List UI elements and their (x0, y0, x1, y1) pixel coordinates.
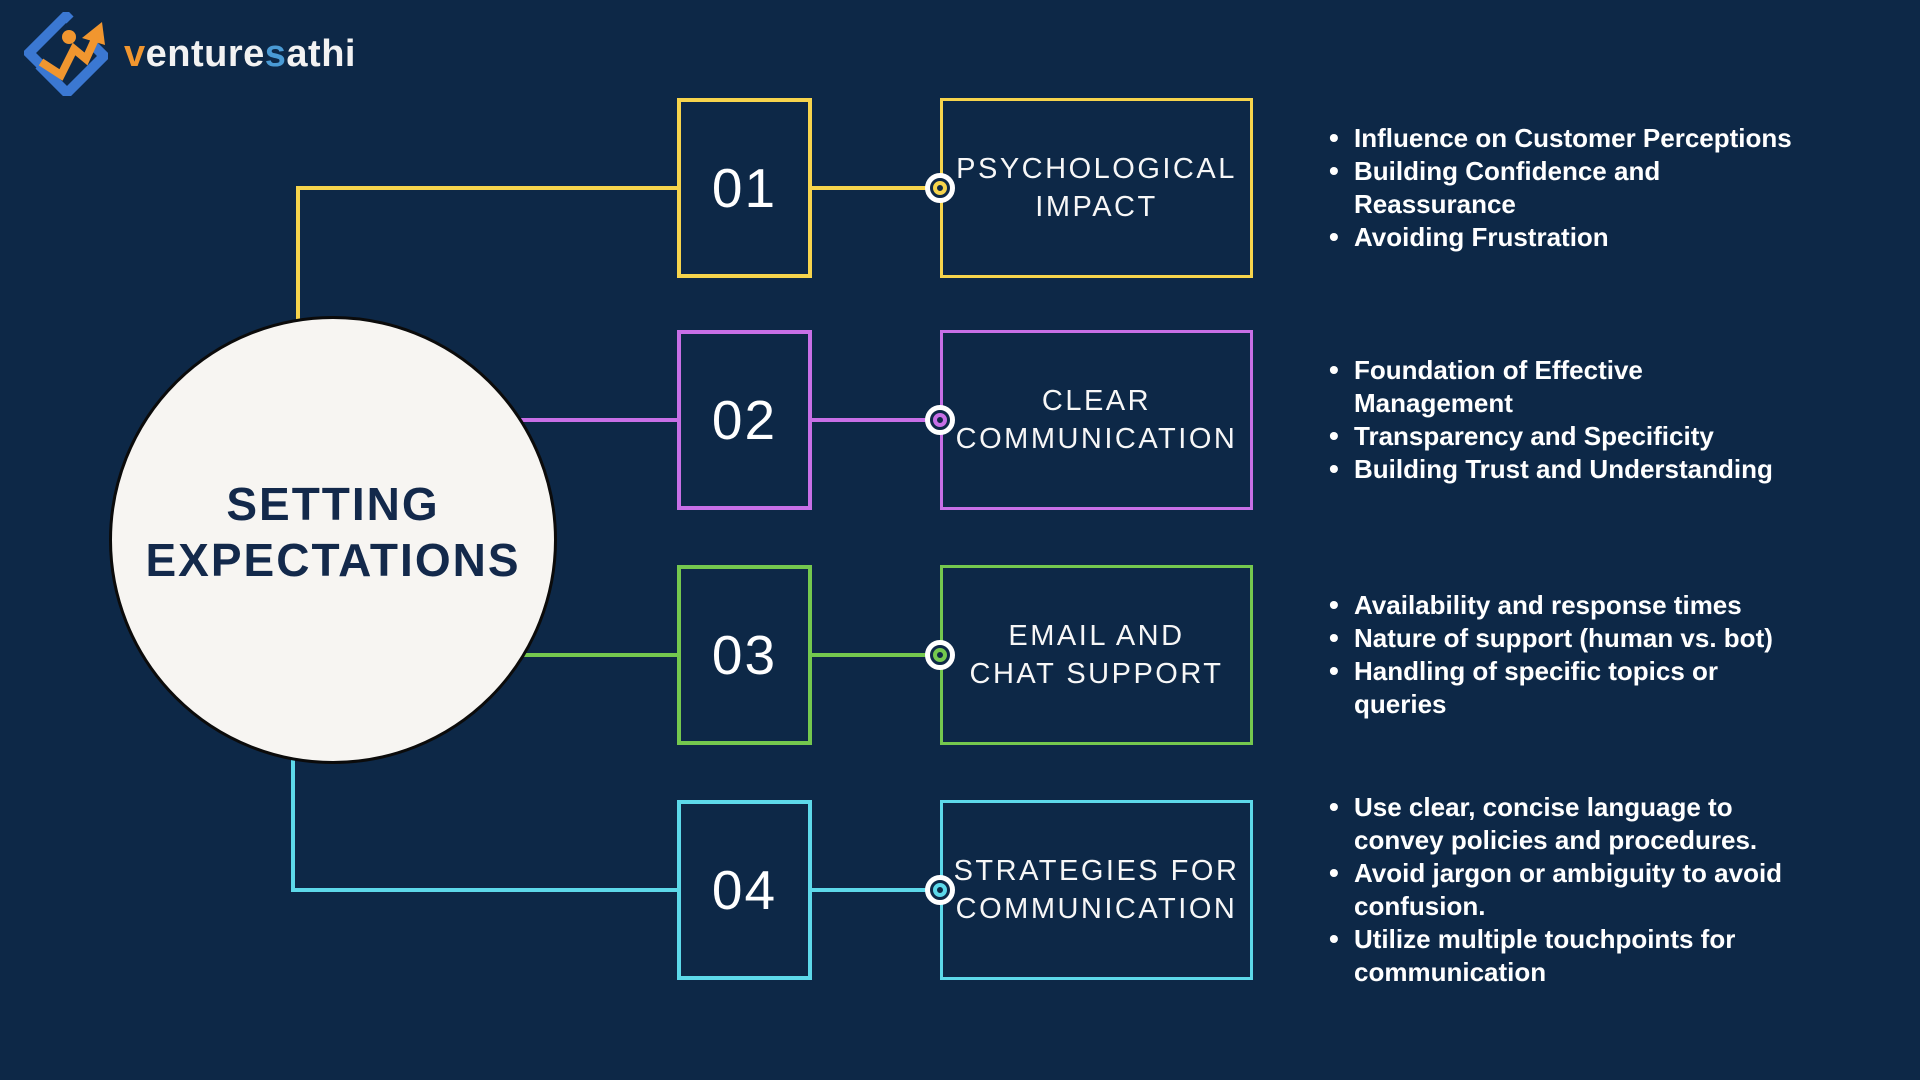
bullet-line: Handling of specific topics or (1354, 656, 1719, 686)
bullet-item: Avoiding Frustration (1329, 220, 1869, 254)
bullet-line: Influence on Customer Perceptions (1354, 123, 1792, 153)
bullet-list: Foundation of EffectiveManagementTranspa… (1329, 353, 1869, 486)
number-label: 03 (711, 624, 778, 686)
connector-line (812, 186, 940, 190)
logo-text: venturesathi (124, 33, 356, 76)
number-label: 04 (711, 859, 778, 921)
bullet-line: Avoid jargon or ambiguity to avoid (1354, 858, 1783, 888)
bullet-item: Utilize multiple touchpoints forcommunic… (1329, 922, 1869, 989)
number-box: 02 (677, 330, 812, 510)
bullet-line: convey policies and procedures. (1354, 825, 1758, 855)
bullet-line: Foundation of Effective (1354, 355, 1643, 385)
circle-connector-line (296, 186, 677, 190)
number-box: 04 (677, 800, 812, 980)
bullet-item: Nature of support (human vs. bot) (1329, 621, 1869, 655)
venturesathi-logo-icon (24, 12, 108, 96)
bullet-line: Availability and response times (1354, 590, 1742, 620)
bullet-line: Reassurance (1354, 189, 1516, 219)
circle-connector-line (296, 186, 300, 320)
bullet-line: Building Confidence and (1354, 156, 1661, 186)
logo-text-part: athi (286, 32, 356, 75)
central-title-line2: EXPECTATIONS (145, 534, 521, 586)
bullet-line: Building Trust and Understanding (1354, 454, 1773, 484)
connector-node-icon (925, 405, 955, 435)
central-circle: SETTING EXPECTATIONS (109, 316, 557, 764)
bullet-line: Transparency and Specificity (1354, 421, 1714, 451)
bullet-item: Building Trust and Understanding (1329, 452, 1869, 486)
logo-text-part: v (124, 32, 146, 75)
circle-connector-line (291, 888, 677, 892)
number-box: 01 (677, 98, 812, 278)
number-label: 02 (711, 389, 778, 451)
logo-text-part: s (264, 32, 287, 75)
bullet-line: Use clear, concise language to (1354, 792, 1733, 822)
central-title-line1: SETTING (226, 478, 440, 530)
bullet-line: Avoiding Frustration (1354, 222, 1609, 252)
connector-node-ring (933, 648, 947, 662)
connector-node-ring (933, 181, 947, 195)
bullet-line: Utilize multiple touchpoints for (1354, 924, 1736, 954)
connector-line (812, 653, 940, 657)
connector-node-icon (925, 640, 955, 670)
circle-connector-line (500, 418, 677, 422)
bullet-list: Influence on Customer PerceptionsBuildin… (1329, 121, 1869, 254)
bullet-item: Influence on Customer Perceptions (1329, 121, 1869, 155)
connector-line (812, 888, 940, 892)
bullet-line: Nature of support (human vs. bot) (1354, 623, 1773, 653)
logo-text-part: enture (145, 32, 265, 75)
logo: venturesathi (24, 12, 356, 96)
bullet-line: communication (1354, 957, 1547, 987)
connector-node-icon (925, 875, 955, 905)
connector-line (812, 418, 940, 422)
bullet-list: Availability and response timesNature of… (1329, 588, 1869, 721)
connector-node-icon (925, 173, 955, 203)
connector-node-ring (933, 413, 947, 427)
bullet-item: Transparency and Specificity (1329, 419, 1869, 453)
bullet-line: queries (1354, 689, 1447, 719)
number-box: 03 (677, 565, 812, 745)
number-label: 01 (711, 157, 778, 219)
bullet-item: Availability and response times (1329, 588, 1869, 622)
bullet-item: Avoid jargon or ambiguity to avoidconfus… (1329, 856, 1869, 923)
circle-connector-line (291, 756, 295, 892)
circle-connector-line (500, 653, 677, 657)
connector-node-ring (933, 883, 947, 897)
bullet-line: confusion. (1354, 891, 1486, 921)
bullet-line: Management (1354, 388, 1513, 418)
